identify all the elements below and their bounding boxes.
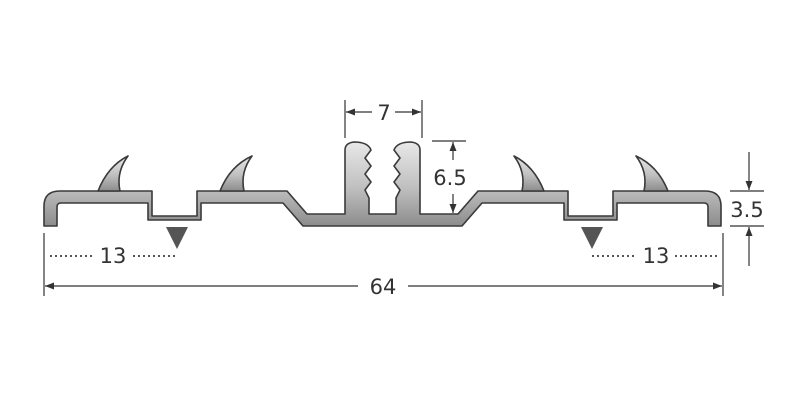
dimension-left-offset: 13 <box>43 233 178 296</box>
profile-base <box>43 141 722 227</box>
dim-label-right-offset: 13 <box>643 244 670 268</box>
dim-label-clip-height: 6.5 <box>433 166 466 190</box>
dimension-clip-width: 7 <box>344 100 423 138</box>
dimension-right-offset: 13 <box>592 233 724 296</box>
dimension-total-width: 64 <box>45 275 722 299</box>
dim-label-thickness: 3.5 <box>730 198 763 222</box>
hook-fin-1 <box>97 155 129 192</box>
dimension-thickness: 3.5 <box>730 152 764 266</box>
dim-label-left-offset: 13 <box>100 244 127 268</box>
aluminium-profile <box>43 141 722 227</box>
dim-label-clip-width: 7 <box>377 101 390 125</box>
dim-label-total-width: 64 <box>370 275 397 299</box>
marker-triangle-right <box>581 227 603 249</box>
marker-triangle-left <box>166 227 188 249</box>
dimension-clip-height: 6.5 <box>432 140 467 213</box>
hook-fin-3 <box>513 155 545 192</box>
hook-fin-2 <box>219 155 253 192</box>
hook-fin-4 <box>635 155 669 192</box>
